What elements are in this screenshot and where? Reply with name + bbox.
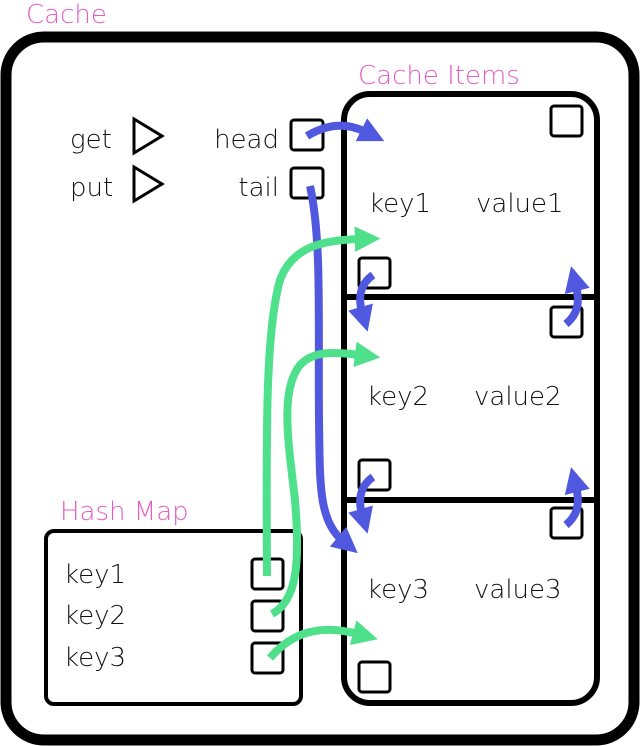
cache-node-1: key1 value1: [357, 104, 584, 290]
next-pointer-box: [549, 104, 584, 138]
prev-pointer-box: [357, 660, 392, 694]
next-pointer-box: [549, 506, 584, 540]
prev-pointer-box: [357, 256, 392, 290]
hash-map-arrow-key1: [262, 226, 381, 577]
cache-items-list: [341, 91, 600, 706]
next-pointer-box: [549, 305, 584, 339]
prev-pointer-box: [357, 458, 392, 492]
play-triangle-icon: [132, 164, 165, 204]
operation-get-label: get: [70, 125, 112, 155]
hash-map-title: Hash Map: [60, 497, 189, 527]
node-key: key3: [367, 575, 429, 605]
node-key: key2: [367, 382, 429, 412]
operation-get[interactable]: get: [70, 116, 165, 156]
hash-map-key: key3: [64, 643, 126, 673]
cache-node-3: key3 value3: [357, 506, 584, 694]
head-pointer-arrow: [304, 118, 385, 142]
operation-put-label: put: [70, 173, 113, 203]
cache-node-2: key2 value2: [357, 305, 584, 492]
hash-map-arrow-key3: [266, 620, 378, 661]
head-pointer-box: [289, 118, 325, 152]
hash-map-container: [44, 529, 303, 706]
hash-map-entry-1: key1: [64, 557, 285, 591]
next-pointer-arrow: [563, 266, 590, 328]
operation-put[interactable]: put: [70, 164, 165, 204]
node-value: value2: [474, 382, 562, 412]
cache-container: [0, 31, 640, 746]
next-pointer-arrow: [563, 467, 590, 529]
prev-pointer-arrow: [348, 271, 376, 332]
hash-map-entry-3: key3: [64, 641, 285, 675]
tail-pointer-box: [289, 166, 325, 200]
cache-items-title: Cache Items: [358, 61, 520, 91]
hash-map-entry-2: key2: [64, 599, 285, 633]
hash-map-pointer-box: [250, 641, 285, 675]
tail-label: tail: [238, 173, 279, 203]
cache-title: Cache: [26, 0, 107, 30]
hash-map-pointer-box: [250, 599, 285, 633]
node-value: value3: [474, 575, 562, 605]
prev-pointer-arrow: [348, 473, 376, 534]
hash-map-arrow-key2: [269, 341, 381, 618]
play-triangle-icon: [132, 116, 165, 156]
hash-map-key: key1: [64, 560, 126, 590]
node-key: key1: [369, 189, 431, 219]
head-label: head: [214, 125, 279, 155]
node-value: value1: [476, 189, 564, 219]
hash-map-key: key2: [64, 601, 126, 631]
tail-pointer-arrow: [306, 185, 358, 554]
